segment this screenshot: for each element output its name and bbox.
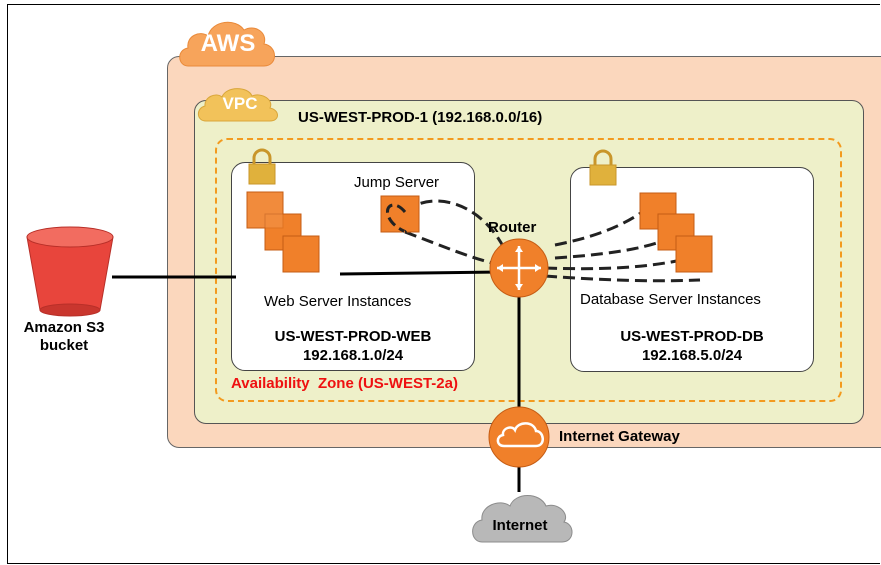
s3-bucket-icon	[26, 226, 114, 317]
web-instances-label: Web Server Instances	[264, 293, 412, 310]
router-icon	[489, 238, 549, 298]
internet-label: Internet	[492, 517, 548, 534]
web-router-link-line	[339, 270, 501, 276]
jump-server-label: Jump Server	[354, 174, 440, 191]
db-subnet-name: US-WEST-PROD-DB	[620, 328, 764, 345]
vpc-title: US-WEST-PROD-1 (192.168.0.0/16)	[298, 109, 543, 126]
web-subnet-name: US-WEST-PROD-WEB	[274, 328, 432, 345]
vpc-label: VPC	[222, 94, 258, 113]
aws-label: AWS	[200, 30, 256, 57]
internet-gateway-label: Internet Gateway	[559, 428, 680, 445]
server-stack-icon	[639, 192, 713, 273]
s3-bucket-label: Amazon S3 bucket	[23, 319, 105, 354]
jump-server-icon	[380, 195, 420, 234]
web-subnet-cidr: 192.168.1.0/24	[302, 347, 404, 364]
internet-cloud-icon	[472, 495, 573, 543]
lock-icon	[589, 149, 617, 186]
server-stack-icon	[246, 191, 320, 273]
db-instances-label: Database Server Instances	[580, 291, 761, 308]
router-label: Router	[488, 219, 537, 236]
availability-zone-label: Availability Zone (US-WEST-2a)	[231, 375, 458, 392]
availability-zone-container	[215, 138, 842, 402]
internet-gateway-icon	[488, 406, 550, 468]
lock-icon	[248, 148, 276, 185]
db-subnet-cidr: 192.168.5.0/24	[641, 347, 743, 364]
